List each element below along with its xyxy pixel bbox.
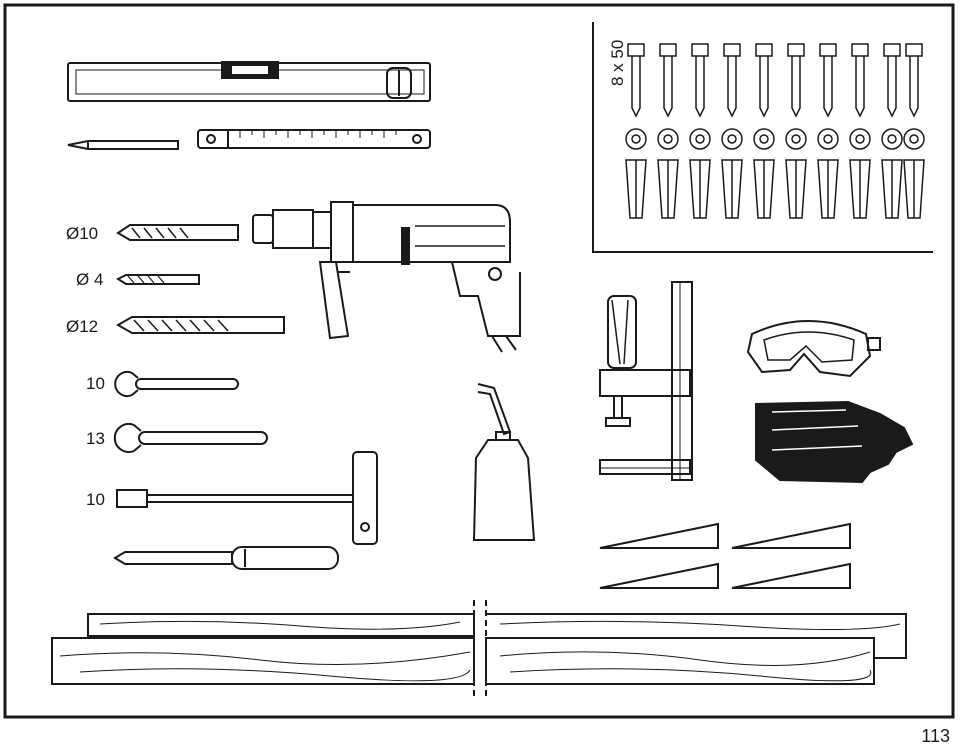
pencil: [67, 140, 179, 150]
screw: [659, 43, 677, 118]
screw: [627, 43, 645, 118]
hex-key: [116, 451, 378, 545]
drill-bit-10: [116, 224, 239, 241]
screw: [883, 43, 901, 118]
drill-bit-4: [115, 274, 200, 285]
work-gloves: [755, 400, 914, 484]
drill-bit-12: [115, 316, 285, 334]
spirit-level: [67, 61, 431, 102]
screw: [691, 43, 709, 118]
hex-key-10-label: 10: [86, 490, 105, 509]
folding-ruler: [197, 129, 431, 149]
timber-boards: [51, 600, 907, 696]
drill-4-label: Ø 4: [76, 270, 104, 289]
screw: [787, 43, 805, 118]
wrench-13-label: 13: [86, 429, 105, 448]
fixings-panel-border: [592, 22, 933, 253]
screw: [851, 43, 869, 118]
screw: [905, 43, 923, 118]
wrench-13: [113, 423, 268, 453]
drill-10-label: Ø10: [66, 224, 99, 243]
drill-12-label: Ø12: [66, 317, 99, 336]
page-number: 113: [921, 726, 950, 746]
page-border: [3, 3, 955, 719]
screw: [755, 43, 773, 118]
hammer-drill: [252, 201, 521, 353]
screw: [819, 43, 837, 118]
screw: [723, 43, 741, 118]
safety-goggles: [746, 320, 881, 378]
bar-clamp: [599, 281, 693, 481]
fixings-set: [625, 43, 925, 219]
wedges: [599, 522, 851, 589]
oil-can: [472, 383, 536, 541]
screw-size-label: 8 x 50: [608, 39, 627, 86]
wrench-10: [114, 371, 239, 397]
screwdriver: [113, 546, 339, 570]
wrench-10-label: 10: [86, 374, 105, 393]
